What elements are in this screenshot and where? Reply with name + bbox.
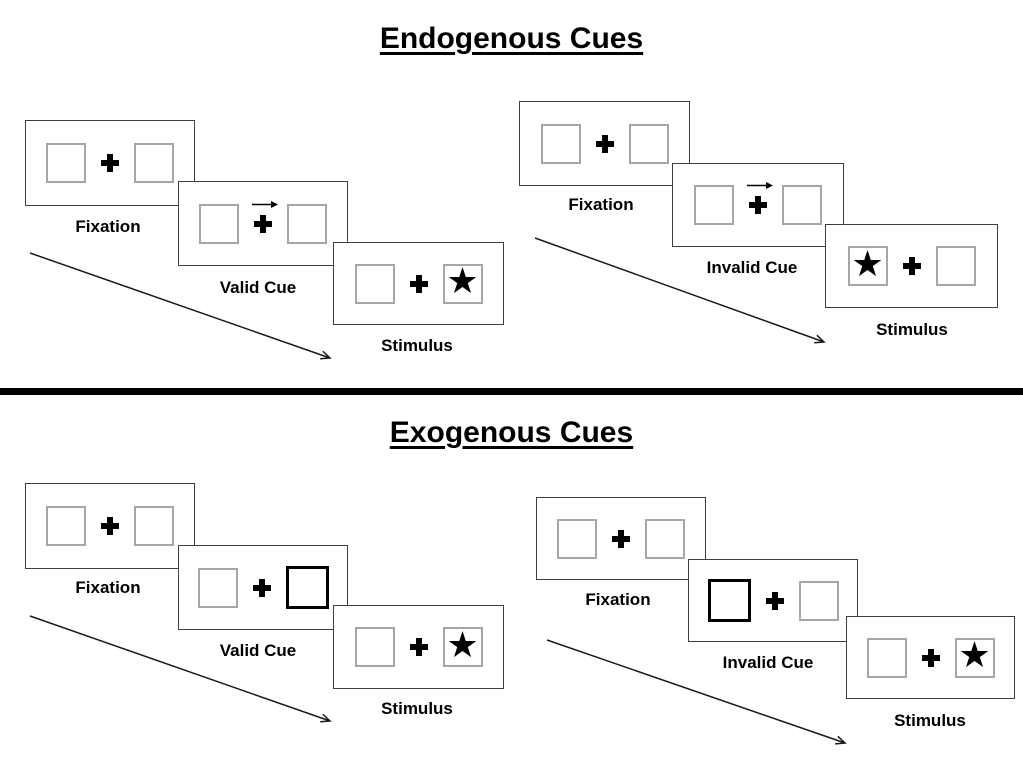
left-box: [197, 567, 238, 608]
fixation-cross-icon: [612, 529, 630, 548]
right-box: [645, 518, 685, 559]
panel-invalid-cue: [688, 559, 858, 642]
star-stimulus-icon: ★: [446, 261, 479, 302]
fixation-cross-icon: [409, 274, 428, 293]
left-box: [557, 518, 597, 559]
sequence-arrow-exogenous-invalid: [546, 639, 847, 745]
left-box: [354, 627, 395, 667]
left-box: [46, 506, 86, 546]
panel-label-stimulus: Stimulus: [381, 699, 453, 718]
sequence-arrow-endogenous-valid: [29, 252, 332, 360]
cue-arrow-right-icon: [747, 182, 773, 189]
section-title-exogenous: Exogenous Cues: [389, 416, 634, 449]
left-box-highlighted: [707, 579, 751, 622]
panel-valid-cue: [178, 181, 348, 266]
right-box: [134, 143, 174, 183]
panel-label-fixation: Fixation: [75, 578, 141, 597]
fixation-cross-icon: [921, 648, 940, 667]
panel-fixation: [519, 101, 690, 186]
fixation-cross-icon: [409, 638, 428, 656]
right-box-with-star: ★: [954, 635, 995, 678]
panel-stimulus: ★: [825, 224, 998, 308]
fixation-cross-icon: [902, 257, 921, 275]
panel-label-stimulus: Stimulus: [894, 711, 966, 730]
fixation-cross-icon: [252, 200, 278, 233]
panel-stimulus: ★: [846, 616, 1015, 699]
right-box-with-star: ★: [442, 261, 483, 304]
left-box: [540, 123, 581, 164]
panel-label-fixation: Fixation: [585, 590, 651, 609]
fixation-cross-icon: [747, 182, 773, 214]
right-box-highlighted: [285, 566, 329, 609]
right-box: [935, 246, 976, 286]
left-box: [46, 143, 86, 183]
panel-fixation: [536, 497, 706, 580]
cue-arrow-right-icon: [252, 200, 278, 208]
sequence-arrow-endogenous-invalid: [534, 237, 826, 344]
panel-fixation: [25, 120, 195, 206]
panel-label-valid-cue: Valid Cue: [219, 278, 297, 297]
panel-valid-cue: [178, 545, 348, 630]
star-stimulus-icon: ★: [851, 243, 884, 285]
panel-stimulus: ★: [333, 605, 504, 689]
right-box: [134, 506, 174, 546]
fixation-cross-icon: [101, 517, 119, 535]
star-stimulus-icon: ★: [446, 624, 479, 666]
left-box-with-star: ★: [847, 243, 888, 286]
section-title-endogenous: Endogenous Cues: [379, 22, 644, 55]
panel-label-stimulus: Stimulus: [381, 336, 453, 355]
panel-label-invalid-cue: Invalid Cue: [722, 653, 814, 672]
panel-label-fixation: Fixation: [75, 217, 141, 236]
panel-label-valid-cue: Valid Cue: [219, 641, 297, 660]
panel-label-invalid-cue: Invalid Cue: [706, 258, 798, 277]
star-stimulus-icon: ★: [958, 635, 991, 676]
left-box: [199, 203, 239, 244]
left-box: [866, 637, 907, 678]
section-divider: [0, 388, 1023, 395]
right-box: [798, 580, 839, 621]
right-box-with-star: ★: [442, 624, 483, 667]
panel-label-fixation: Fixation: [568, 195, 634, 214]
right-box: [287, 203, 327, 244]
panel-fixation: [25, 483, 195, 569]
panel-label-stimulus: Stimulus: [876, 320, 948, 339]
sequence-arrow-exogenous-valid: [29, 615, 332, 723]
panel-stimulus: ★: [333, 242, 504, 325]
left-box: [354, 263, 395, 304]
fixation-cross-icon: [595, 134, 614, 153]
right-box: [782, 185, 822, 225]
panel-invalid-cue: [672, 163, 844, 247]
fixation-cross-icon: [101, 154, 119, 172]
left-box: [694, 185, 734, 225]
fixation-cross-icon: [252, 578, 271, 597]
right-box: [628, 123, 669, 164]
fixation-cross-icon: [765, 591, 784, 610]
